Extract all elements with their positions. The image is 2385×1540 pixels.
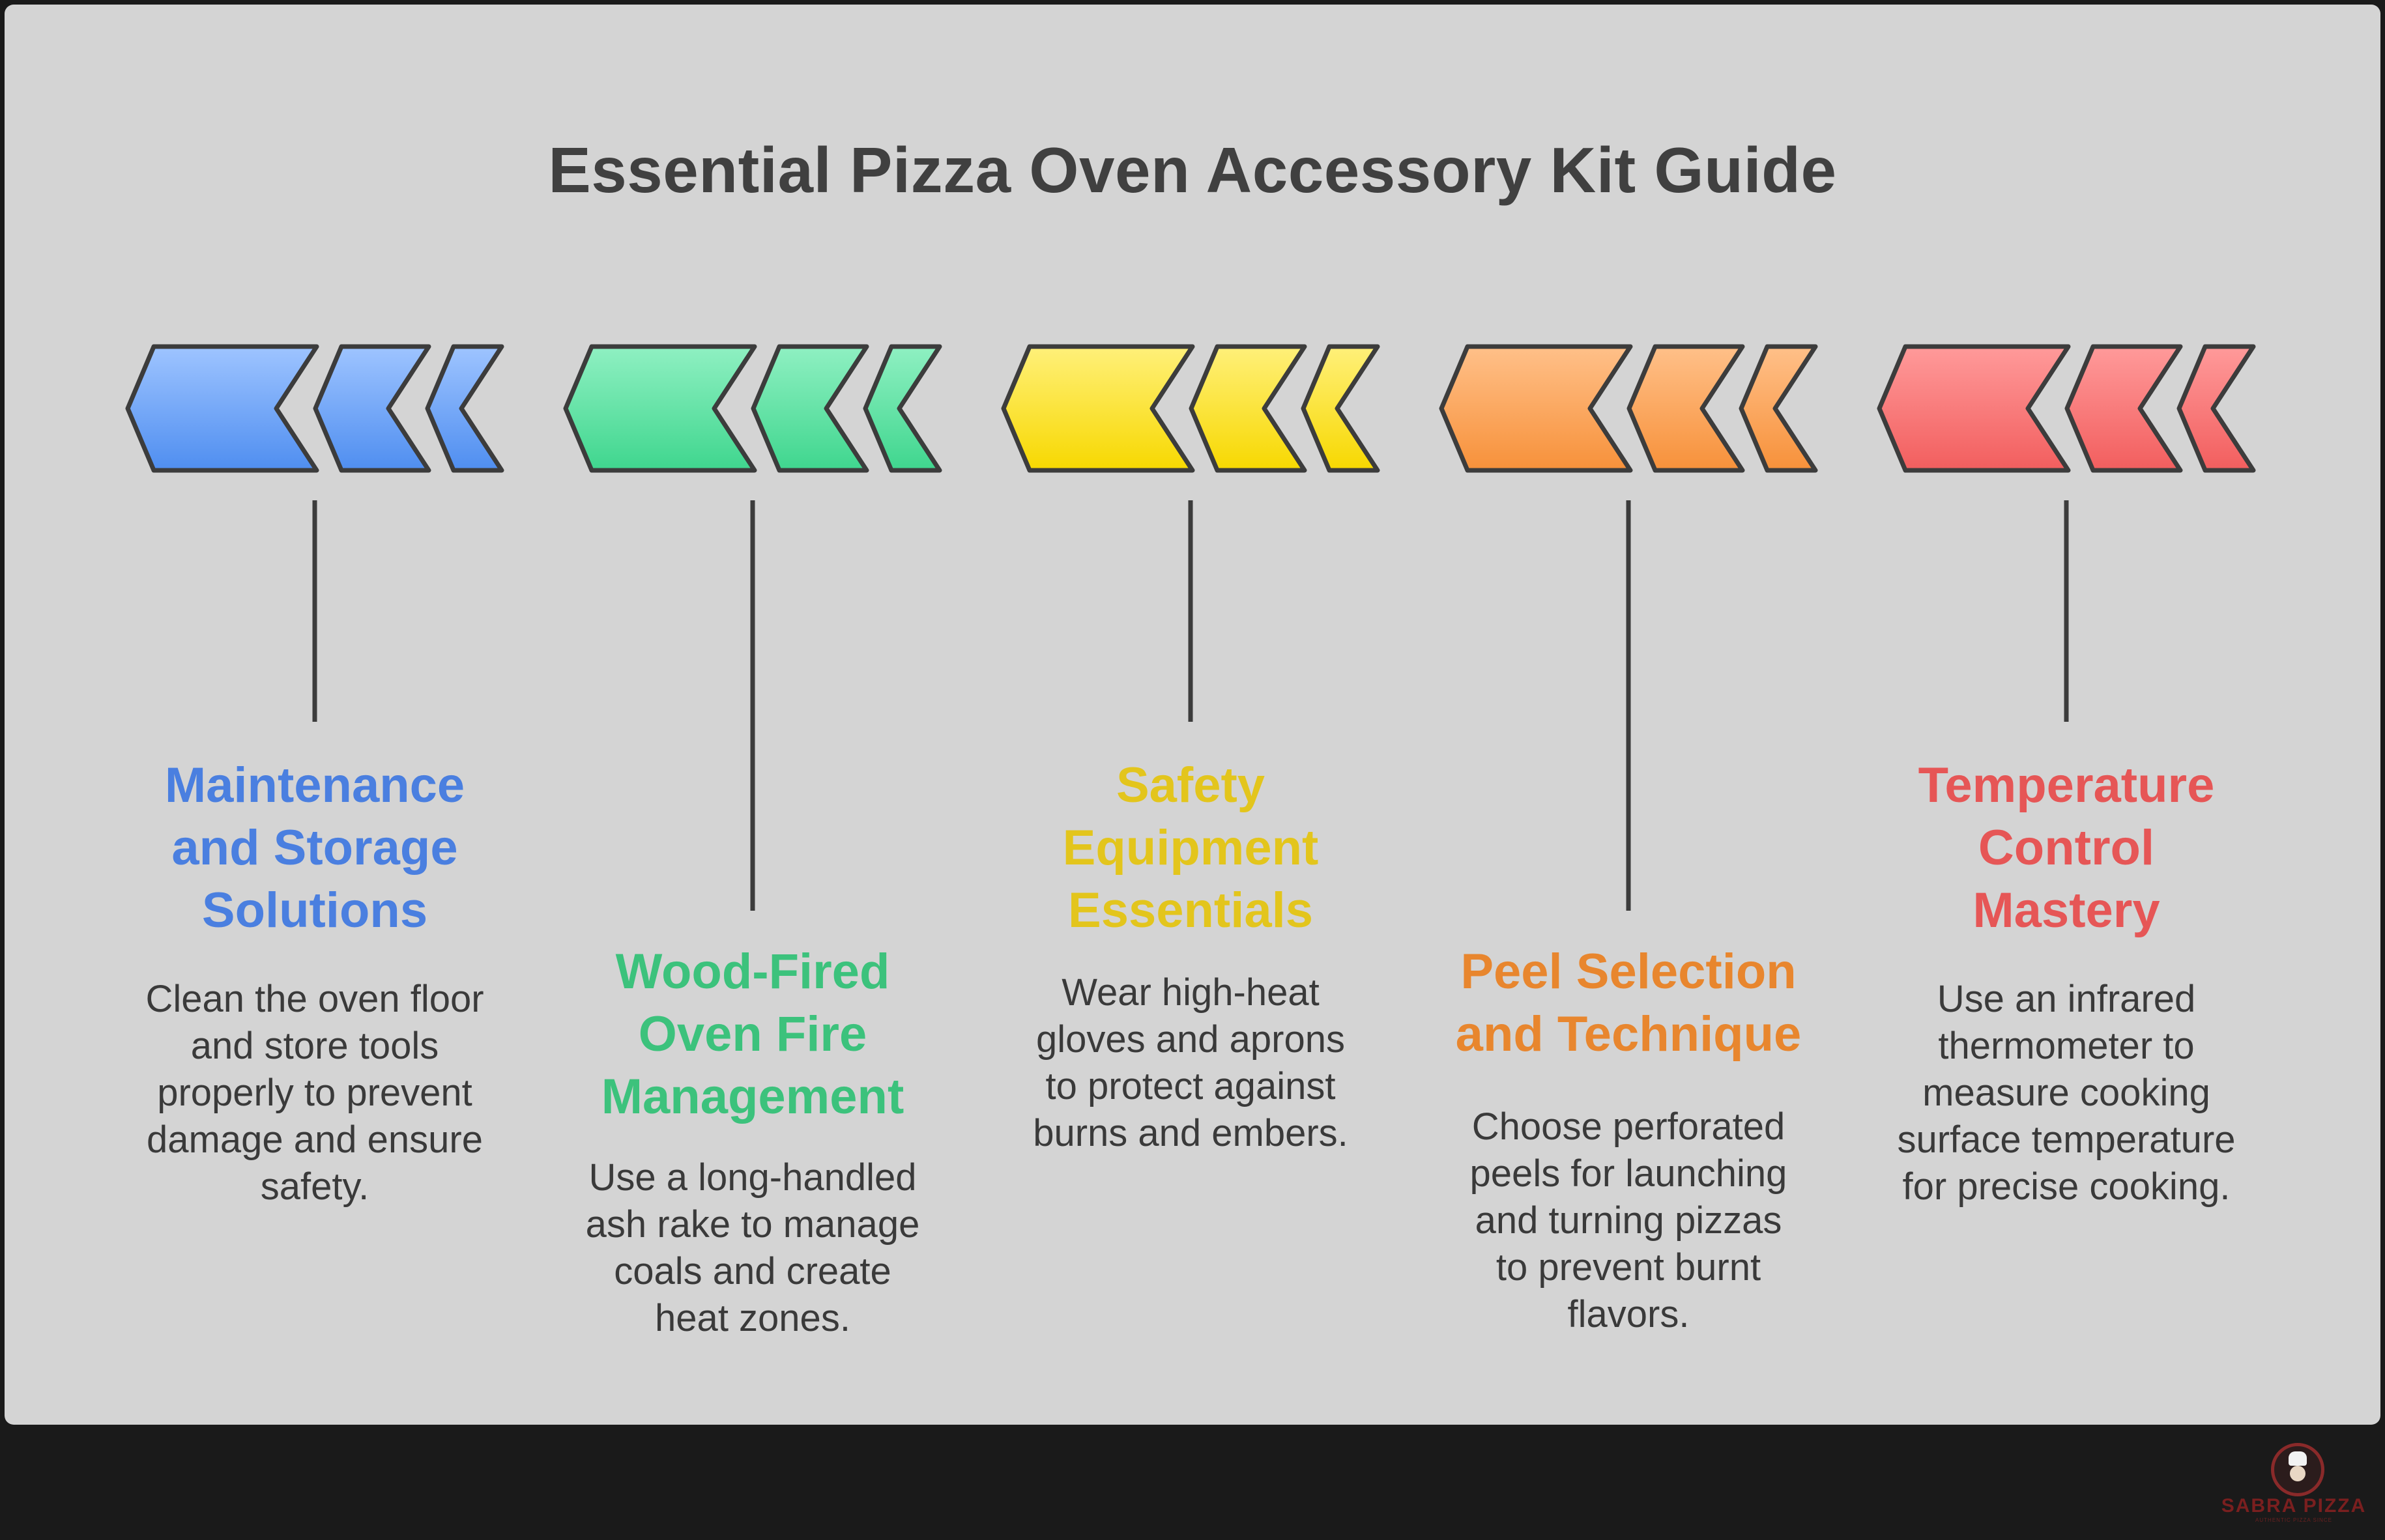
brand-logo: SABRA PIZZA AUTHENTIC PIZZA SINCE bbox=[2219, 1443, 2369, 1528]
chef-face-icon bbox=[2290, 1466, 2306, 1481]
heading-line: Peel Selection bbox=[1460, 944, 1797, 999]
description-line: for precise cooking. bbox=[1902, 1165, 2231, 1208]
description-line: and store tools bbox=[190, 1025, 439, 1067]
heading-line: Safety bbox=[1116, 758, 1265, 813]
heading-line: Mastery bbox=[1973, 883, 2160, 938]
chevron-small-4 bbox=[1739, 344, 1818, 473]
heading-line: Wood-Fired bbox=[615, 944, 890, 999]
heading-line: and Technique bbox=[1455, 1006, 1802, 1062]
description-line: Clean the oven floor bbox=[145, 978, 484, 1020]
chevron-large-3 bbox=[1001, 344, 1195, 473]
description-line: thermometer to bbox=[1938, 1025, 2195, 1067]
item-heading-4: Peel Selection and Technique bbox=[1426, 941, 1830, 1066]
heading-line: and Storage bbox=[171, 820, 458, 876]
description-line: surface temperature bbox=[1897, 1119, 2236, 1161]
logo-tagline: AUTHENTIC PIZZA SINCE bbox=[2255, 1517, 2332, 1523]
chevron-large-2 bbox=[563, 344, 757, 473]
description-line: to prevent burnt bbox=[1496, 1246, 1761, 1289]
heading-line: Maintenance bbox=[164, 758, 465, 813]
description-line: damage and ensure bbox=[147, 1119, 483, 1161]
chevron-medium-5 bbox=[2064, 344, 2183, 473]
chevron-small-3 bbox=[1301, 344, 1380, 473]
description-line: safety. bbox=[260, 1165, 369, 1208]
heading-line: Solutions bbox=[201, 883, 428, 938]
chevron-small-5 bbox=[2176, 344, 2256, 473]
item-description-1: Clean the oven floor and store tools prope… bbox=[113, 976, 517, 1210]
heading-line: Management bbox=[601, 1069, 904, 1124]
description-line: Use a long-handled bbox=[588, 1156, 917, 1199]
chevron-large-5 bbox=[1877, 344, 2071, 473]
heading-line: Equipment bbox=[1062, 820, 1319, 876]
description-line: gloves and aprons bbox=[1036, 1018, 1345, 1061]
footer-bar bbox=[0, 1427, 2385, 1540]
description-line: flavors. bbox=[1567, 1293, 1690, 1335]
description-line: measure cooking bbox=[1922, 1072, 2210, 1114]
chevron-small-1 bbox=[425, 344, 504, 473]
description-line: burns and embers. bbox=[1033, 1112, 1348, 1154]
heading-line: Essentials bbox=[1068, 883, 1313, 938]
chevron-large-1 bbox=[125, 344, 319, 473]
description-line: and turning pizzas bbox=[1475, 1199, 1782, 1242]
chef-badge-icon bbox=[2271, 1443, 2324, 1496]
logo-name: SABRA PIZZA bbox=[2221, 1495, 2367, 1517]
chevron-medium-1 bbox=[313, 344, 431, 473]
description-line: coals and create bbox=[614, 1250, 891, 1292]
item-description-5: Use an infrared thermometer to measure coo… bbox=[1864, 976, 2268, 1210]
chef-hat-icon bbox=[2289, 1451, 2307, 1466]
description-line: Use an infrared bbox=[1937, 978, 2196, 1020]
chevron-medium-4 bbox=[1626, 344, 1745, 473]
chevron-medium-2 bbox=[751, 344, 869, 473]
chevron-large-4 bbox=[1439, 344, 1633, 473]
description-line: to protect against bbox=[1045, 1065, 1336, 1107]
description-line: Wear high-heat bbox=[1062, 971, 1320, 1014]
heading-line: Oven Fire bbox=[638, 1006, 867, 1062]
chevron-small-2 bbox=[863, 344, 942, 473]
heading-line: Temperature bbox=[1918, 758, 2215, 813]
description-line: properly to prevent bbox=[157, 1072, 472, 1114]
description-line: Choose perforated bbox=[1471, 1105, 1785, 1148]
chevron-medium-3 bbox=[1189, 344, 1307, 473]
description-line: heat zones. bbox=[655, 1297, 850, 1339]
description-line: peels for launching bbox=[1469, 1152, 1787, 1195]
page-title: Essential Pizza Oven Accessory Kit Guide bbox=[548, 134, 1837, 206]
heading-line: Control bbox=[1978, 820, 2155, 876]
description-line: ash rake to manage bbox=[585, 1203, 920, 1246]
